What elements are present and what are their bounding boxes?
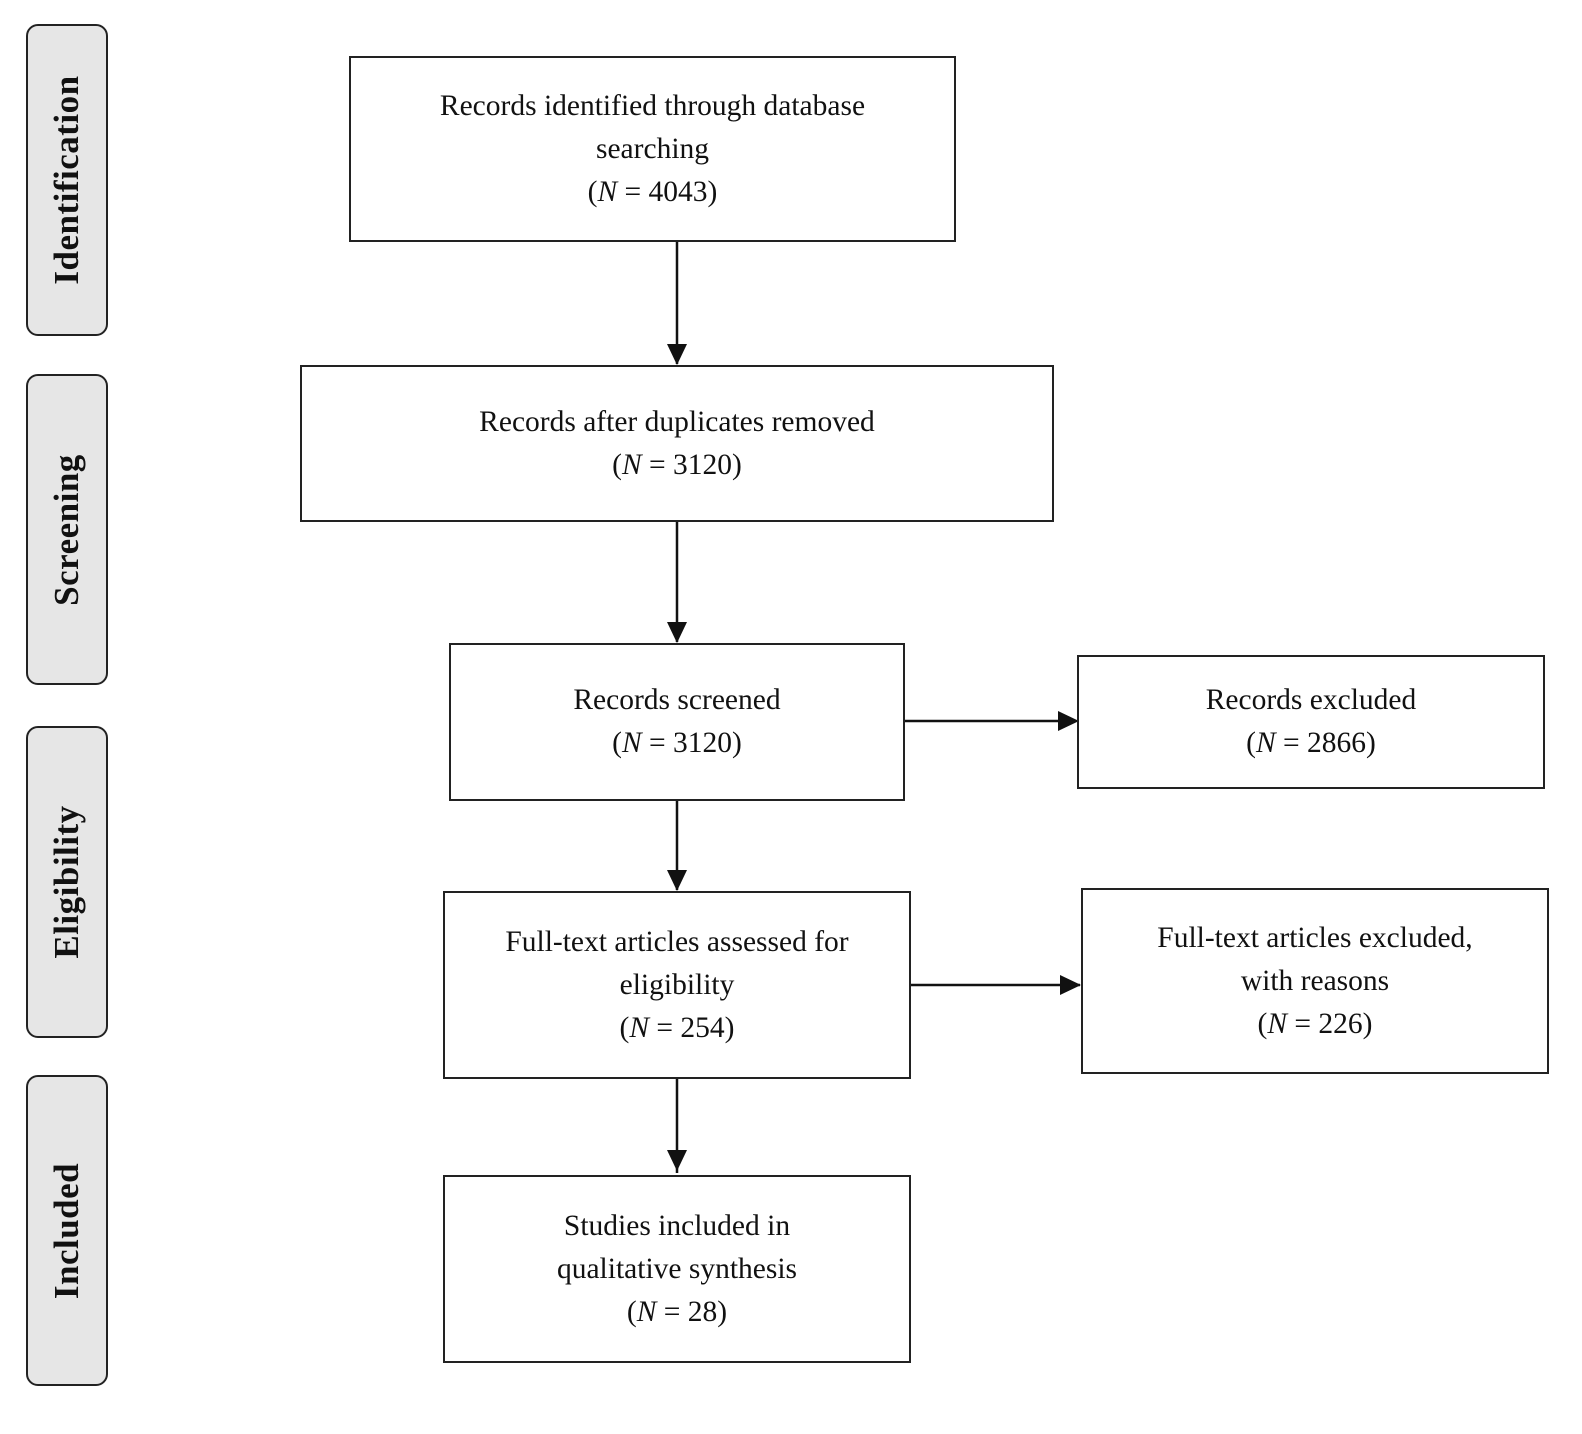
box-records-identified: Records identified through database sear…	[349, 56, 956, 242]
box-text-line: Full-text articles excluded,	[1157, 921, 1473, 954]
box-text-line: qualitative synthesis	[556, 1252, 798, 1285]
arrowhead-6	[1060, 975, 1081, 995]
box-text-line: Records excluded	[1205, 684, 1417, 716]
box-count: (N = 4043)	[587, 175, 718, 208]
box-records-excluded: Records excluded (N = 2866)	[1077, 655, 1545, 789]
box-count: (N = 3120)	[612, 448, 742, 481]
box-text-line: searching	[595, 132, 710, 165]
box-text-line: Studies included in	[563, 1209, 791, 1242]
stage-screening: Screening	[26, 374, 108, 685]
arrowhead-3	[667, 870, 687, 891]
box-text-line: Records identified through database	[439, 89, 866, 122]
box-text-line: eligibility	[619, 968, 735, 1001]
box-studies-included: Studies included in qualitative synthesi…	[443, 1175, 911, 1363]
stage-identification: Identification	[26, 24, 108, 336]
box-fulltext-excluded: Full-text articles excluded, with reason…	[1081, 888, 1549, 1074]
arrowhead-4	[667, 1150, 687, 1171]
box-count: (N = 3120)	[612, 727, 742, 759]
box-count: (N = 28)	[626, 1295, 728, 1328]
box-records-deduplicated: Records after duplicates removed (N = 31…	[300, 365, 1054, 522]
box-text-line: Records after duplicates removed	[479, 405, 875, 438]
box-count: (N = 254)	[619, 1011, 735, 1044]
box-count: (N = 226)	[1257, 1007, 1373, 1040]
stage-included: Included	[26, 1075, 108, 1386]
box-text-line: Records screened	[573, 684, 781, 716]
arrowhead-2	[667, 622, 687, 643]
box-fulltext-assessed: Full-text articles assessed for eligibil…	[443, 891, 911, 1079]
box-text-line: with reasons	[1240, 964, 1390, 997]
stage-eligibility: Eligibility	[26, 726, 108, 1038]
box-text-line: Full-text articles assessed for	[505, 925, 849, 958]
box-count: (N = 2866)	[1246, 727, 1376, 759]
box-records-screened: Records screened (N = 3120)	[449, 643, 905, 801]
arrowhead-5	[1058, 711, 1079, 731]
arrowhead-1	[667, 344, 687, 365]
